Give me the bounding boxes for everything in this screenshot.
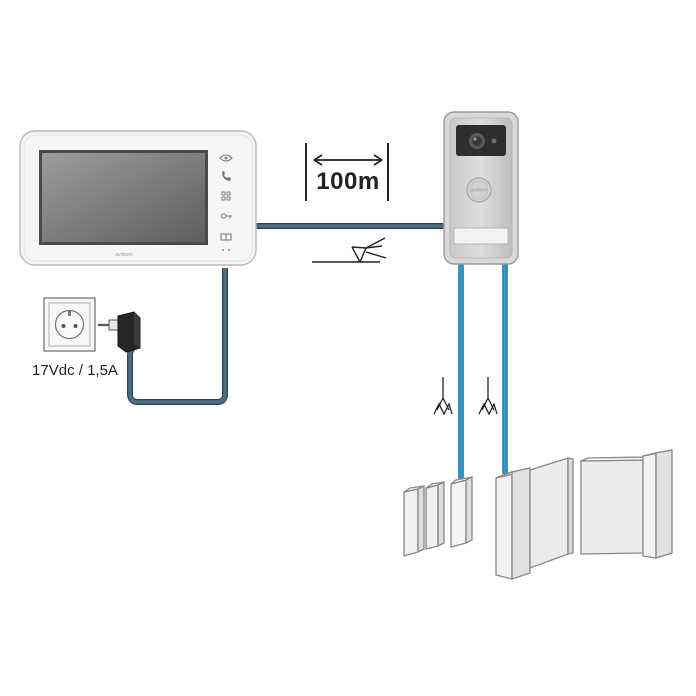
gate-leaf-open (529, 457, 574, 569)
power-cable (127, 268, 228, 405)
led-dot (228, 249, 230, 251)
power-adapter (98, 311, 141, 353)
wall-outlet (43, 297, 96, 352)
gate-post-left (495, 467, 531, 580)
arrow-left-icon (313, 154, 323, 166)
door-strike-lock (403, 475, 473, 557)
call-button (466, 177, 492, 203)
ir-sensor (491, 138, 497, 144)
phone-icon (222, 171, 231, 181)
monitor-brand: avidsen (115, 252, 132, 258)
indoor-monitor: avidsen (19, 130, 257, 266)
distance-indicator (305, 143, 389, 201)
led-dot (222, 249, 224, 251)
wire-split-icon (433, 377, 453, 416)
eye-icon (219, 154, 233, 162)
power-spec-label: 17Vdc / 1,5A (32, 362, 118, 379)
lock-icon (220, 233, 232, 241)
wire-split-icon (478, 377, 498, 416)
outdoor-doorbell: avidsen (443, 111, 519, 265)
doorbell-brand: avidsen (470, 188, 487, 194)
monitor-screen (42, 153, 205, 242)
distance-label: 100m (316, 168, 380, 195)
wire-pair-icon (312, 237, 387, 263)
key-icon (220, 213, 232, 219)
name-plate (453, 227, 509, 245)
grid-icon (221, 191, 231, 201)
arrow-right-icon (373, 154, 383, 166)
gate-post-right (642, 449, 673, 559)
gate-leaf-closed (580, 456, 651, 555)
